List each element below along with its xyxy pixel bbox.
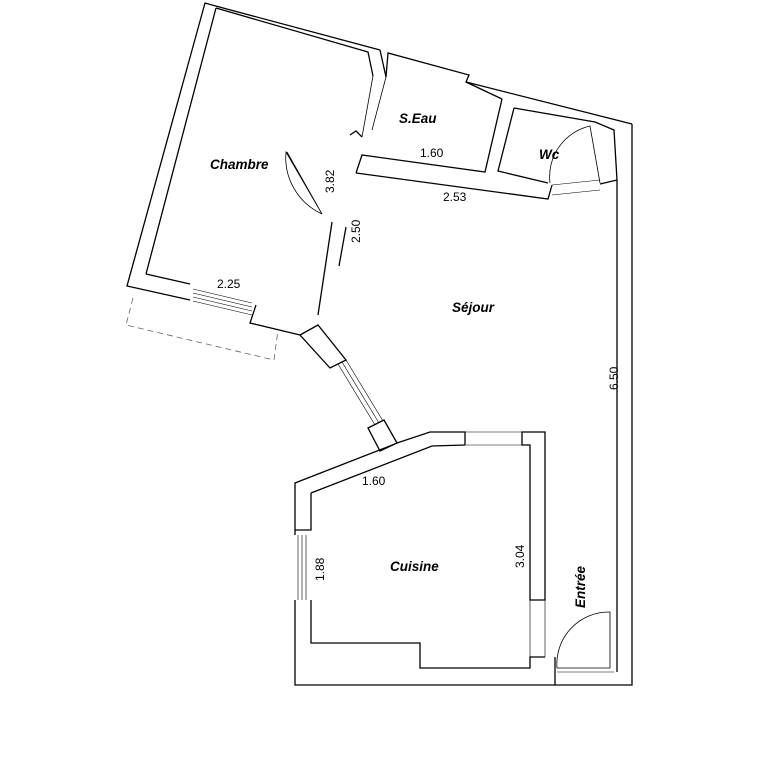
dim-sejour-top: 2.53: [443, 190, 467, 204]
dim-chambre-depth: 3.82: [323, 169, 337, 193]
label-cuisine: Cuisine: [390, 559, 439, 574]
label-seau: S.Eau: [399, 111, 437, 126]
seau-walls: [355, 52, 633, 200]
dim-seau-width: 1.60: [420, 146, 444, 160]
chambre-walls: [126, 2, 387, 369]
wc-threshold: [551, 179, 601, 196]
label-chambre: Chambre: [210, 157, 269, 172]
dim-cuisine-right: 3.04: [513, 544, 527, 568]
dim-chambre-partition: 2.50: [349, 219, 363, 243]
cuisine-window-top: [465, 431, 522, 446]
wc-door: [549, 125, 601, 184]
cuisine-window-left: [297, 535, 307, 600]
dim-chambre-width: 2.25: [217, 277, 241, 291]
sejour-walls: [555, 124, 633, 686]
dim-cuisine-top: 1.60: [362, 474, 386, 488]
label-entree: Entrée: [573, 565, 588, 608]
cuisine-opening: [529, 600, 546, 657]
sejour-window: [337, 359, 398, 452]
label-wc: Wc: [539, 147, 560, 162]
label-sejour: Séjour: [452, 300, 495, 315]
dim-sejour-length: 6.50: [607, 366, 621, 390]
dim-cuisine-left: 1.88: [313, 557, 327, 581]
balcony-outline: [125, 297, 279, 361]
chambre-window: [192, 288, 253, 316]
seau-doorway: [361, 75, 387, 138]
entree-door: [556, 611, 611, 669]
chambre-door: [285, 150, 323, 215]
